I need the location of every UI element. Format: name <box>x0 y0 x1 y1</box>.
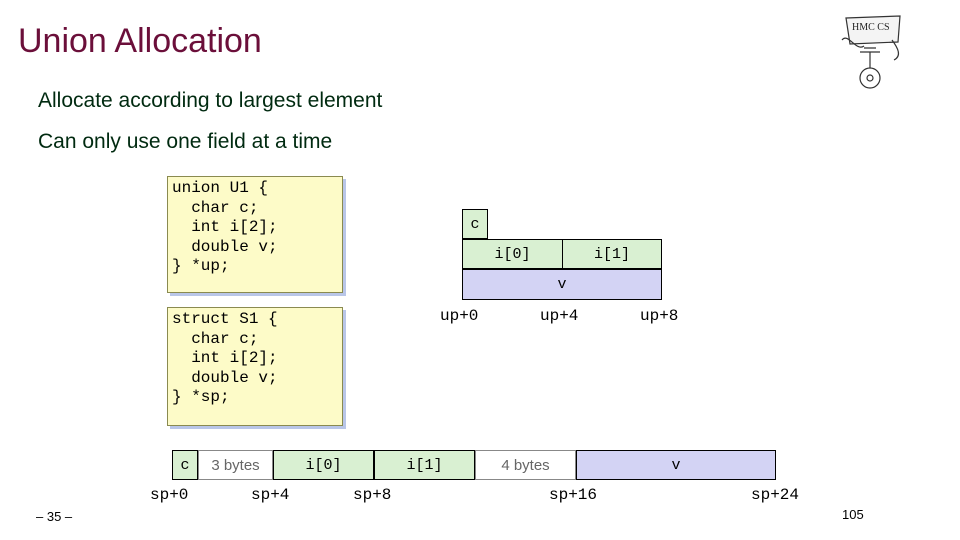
struct-offset-8: sp+8 <box>353 486 392 504</box>
struct-offset-4: sp+4 <box>251 486 290 504</box>
code-line: union U1 { <box>172 179 269 197</box>
code-line: } *up; <box>172 257 230 275</box>
union-code-box: union U1 { char c; int i[2]; double v; }… <box>167 176 343 293</box>
code-line: char c; <box>172 198 259 217</box>
logo-text: HMC CS <box>852 22 890 33</box>
bicycle-logo-icon: HMC CS <box>841 15 901 89</box>
code-line: double v; <box>172 368 278 387</box>
struct-offset-24: sp+24 <box>751 486 800 504</box>
bullet-2: Can only use one field at a time <box>38 130 333 153</box>
struct-padding-3: 3 bytes <box>198 450 273 480</box>
struct-padding-4: 4 bytes <box>475 450 576 480</box>
union-offset-0: up+0 <box>440 307 479 325</box>
union-field-c: c <box>462 209 488 239</box>
slide-title: Union Allocation <box>18 22 262 60</box>
union-offset-8: up+8 <box>640 307 679 325</box>
footer-slide-number: – 35 – <box>36 509 73 524</box>
union-field-v: v <box>462 269 662 300</box>
code-line: double v; <box>172 237 278 256</box>
footer-page-number: 105 <box>842 507 864 522</box>
union-field-i1: i[1] <box>562 239 662 269</box>
struct-offset-0: sp+0 <box>150 486 189 504</box>
struct-offset-16: sp+16 <box>549 486 598 504</box>
code-line: int i[2]; <box>172 218 278 236</box>
code-line: int i[2]; <box>172 349 278 367</box>
struct-field-i0: i[0] <box>273 450 374 480</box>
code-line: struct S1 { <box>172 310 278 328</box>
struct-code-box: struct S1 { char c; int i[2]; double v; … <box>167 307 343 426</box>
struct-field-v: v <box>576 450 776 480</box>
struct-field-c: c <box>172 450 198 480</box>
union-offset-4: up+4 <box>540 307 579 325</box>
bullet-1: Allocate according to largest element <box>38 89 383 112</box>
union-field-i0: i[0] <box>462 239 563 269</box>
code-line: } *sp; <box>172 388 230 406</box>
code-line: char c; <box>172 329 259 348</box>
struct-field-i1: i[1] <box>374 450 475 480</box>
